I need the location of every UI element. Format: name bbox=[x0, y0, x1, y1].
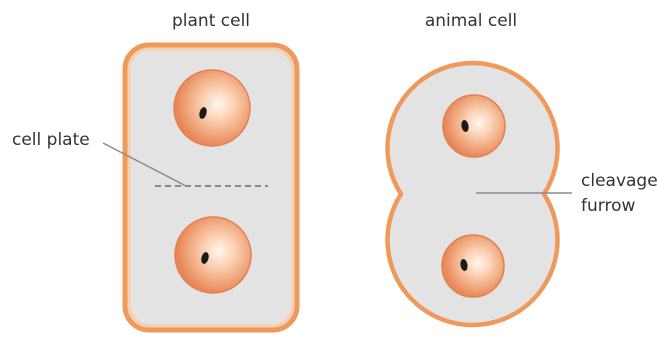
plant-cell-title: plant cell bbox=[172, 11, 250, 31]
plant-nucleus-bottom bbox=[175, 217, 251, 293]
animal-cell bbox=[388, 63, 558, 325]
animal-cell-title: animal cell bbox=[425, 11, 517, 31]
cell-plate-label: cell plate bbox=[12, 130, 90, 150]
animal-nucleus-top bbox=[443, 95, 505, 157]
plant-nucleus-top bbox=[174, 70, 250, 146]
cleavage-furrow-label-line1: cleavage bbox=[581, 171, 657, 191]
animal-nucleus-bottom bbox=[442, 235, 504, 297]
cleavage-furrow-label: cleavage furrow bbox=[581, 171, 657, 216]
plant-cell bbox=[125, 45, 297, 330]
cleavage-furrow-label-line2: furrow bbox=[581, 196, 635, 216]
